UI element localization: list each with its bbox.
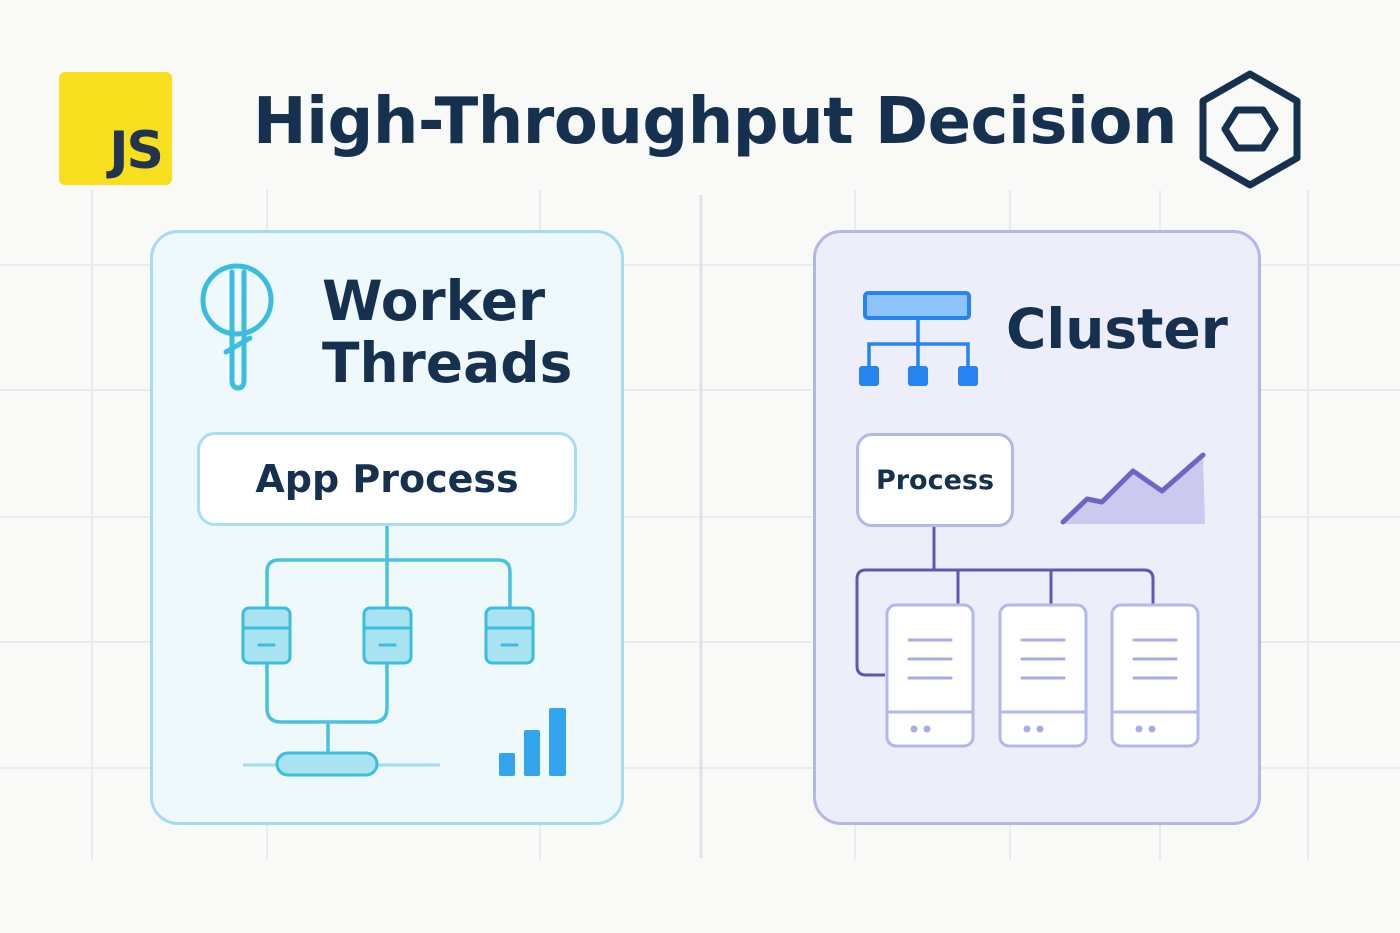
thread-icon [200,263,274,391]
area-chart-icon [1060,452,1206,525]
thread-connectors [265,526,512,755]
worker-threads-title: Worker Threads [322,270,572,394]
cluster-connectors [855,527,1155,677]
js-logo-text: JS [109,121,164,181]
javascript-logo: JS [59,72,172,185]
cluster-title: Cluster [1006,297,1228,361]
shared-memory-bus [243,751,440,777]
hexagon-logo-icon [1199,70,1301,189]
thread-node-2 [362,606,413,665]
thread-node-3 [484,606,535,665]
process-box: Process [856,433,1014,527]
worker-threads-title-line1: Worker [322,269,546,333]
hierarchy-icon [859,291,978,386]
server-node-2 [998,603,1088,748]
bar-chart-icon [499,708,566,776]
app-process-box: App Process [197,432,577,526]
page-title: High-Throughput Decision [253,85,1177,159]
server-node-1 [885,603,975,748]
worker-threads-title-line2: Threads [322,331,573,395]
thread-node-1 [241,606,292,665]
server-node-3 [1110,603,1200,748]
